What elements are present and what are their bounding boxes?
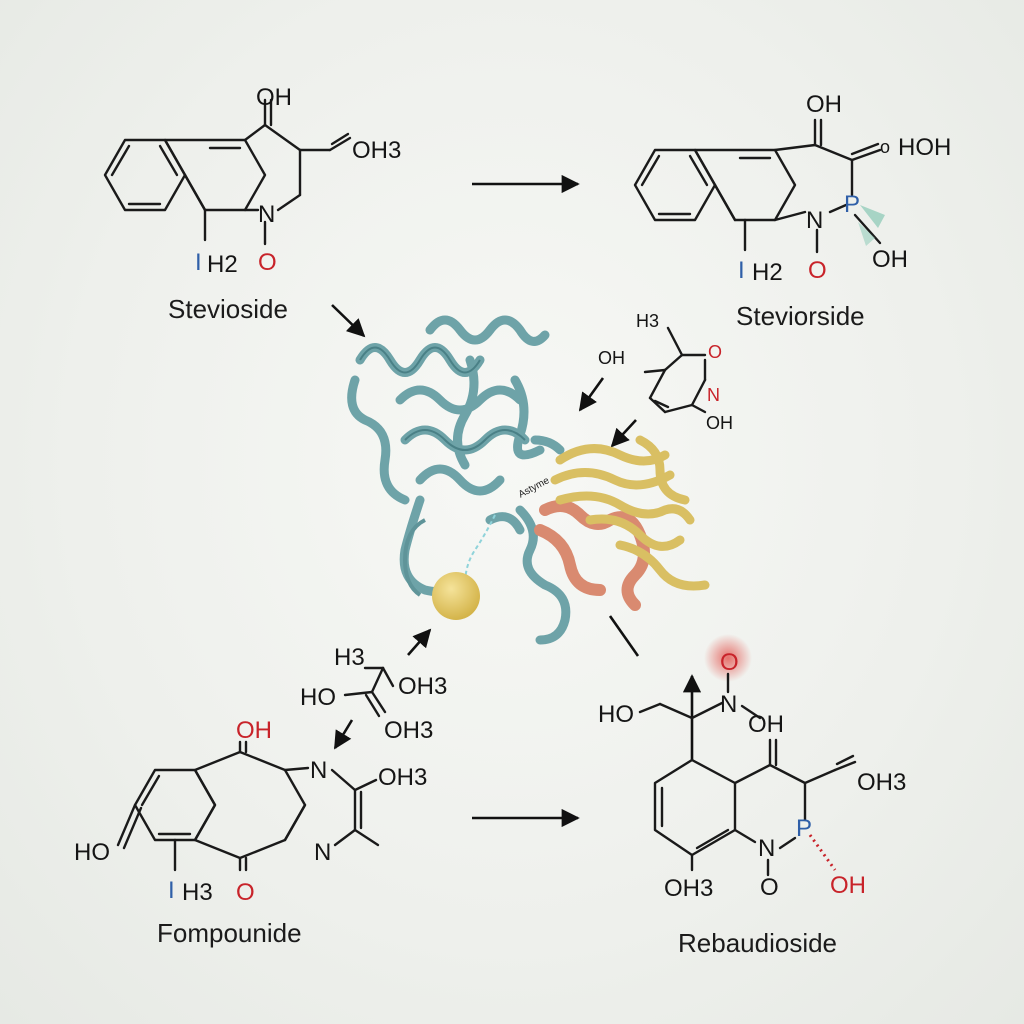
molecule-stevioside [103, 98, 352, 246]
atom-label: O [760, 874, 779, 901]
atom-label: O [708, 342, 722, 362]
atom-label: OH3 [384, 717, 433, 744]
atom-label: OH3 [398, 673, 447, 700]
atom-label: OH [872, 246, 908, 273]
atom-label: N [707, 385, 720, 405]
atom-label: H3 [636, 311, 659, 331]
atom-label: OH [830, 872, 866, 899]
label-steviorside: Steviorside [736, 301, 865, 331]
atom-label: OH [806, 91, 842, 118]
highlight-glow [704, 634, 752, 682]
atom-label: OH [236, 717, 272, 744]
atom-label: OH [748, 711, 784, 738]
molecule-intermediate [643, 326, 707, 414]
atom-label: N [758, 835, 775, 862]
atom-label: HO [300, 684, 336, 711]
atom-label: N [310, 757, 327, 784]
atom-label: OH3 [664, 875, 713, 902]
atom-label: N [258, 201, 275, 228]
atom-label: I [168, 877, 175, 904]
atom-label: O [720, 649, 739, 676]
substrate-arrow [331, 304, 366, 338]
atom-label: OH [706, 413, 733, 433]
molecule-rebaudioside [638, 672, 857, 877]
intermediate-arrow [610, 419, 637, 448]
enzyme-structure [347, 315, 710, 645]
label-fompounide: Fompounide [157, 918, 302, 948]
label-stevioside: Stevioside [168, 294, 288, 324]
ligand-ball [432, 572, 480, 620]
atom-label: I [195, 249, 202, 276]
atom-label: HOH [898, 134, 951, 161]
atom-label: OH3 [857, 769, 906, 796]
atom-label: o [880, 137, 890, 157]
label-rebaudioside: Rebaudioside [678, 928, 837, 958]
intermediate-arrow [578, 377, 605, 412]
atom-label: HO [74, 839, 110, 866]
atom-label: O [258, 249, 277, 276]
atom-label: N [314, 839, 331, 866]
atom-label: O [236, 879, 255, 906]
atom-label: H3 [182, 879, 213, 906]
atom-label: N [806, 207, 823, 234]
atom-label: H2 [207, 251, 238, 278]
atom-label: I [738, 257, 745, 284]
molecule-cofactor [343, 666, 395, 718]
atom-label: P [844, 191, 860, 218]
atom-label: OH3 [378, 764, 427, 791]
atom-label: OH3 [352, 137, 401, 164]
atom-label: O [808, 257, 827, 284]
molecule-steviorside [633, 118, 885, 254]
cofactor-arrow [407, 628, 432, 656]
atom-label: N [720, 691, 737, 718]
atom-label: P [796, 815, 812, 842]
molecule-fompounide [116, 740, 380, 872]
atom-label: HO [598, 701, 634, 728]
label-enzyme: Astyme [517, 475, 552, 501]
atom-label: OH [598, 348, 625, 368]
product-line [608, 615, 640, 657]
atom-label: OH [256, 84, 292, 111]
cofactor-arrow [333, 719, 354, 750]
atom-label: H2 [752, 259, 783, 286]
atom-label: H3 [334, 644, 365, 671]
